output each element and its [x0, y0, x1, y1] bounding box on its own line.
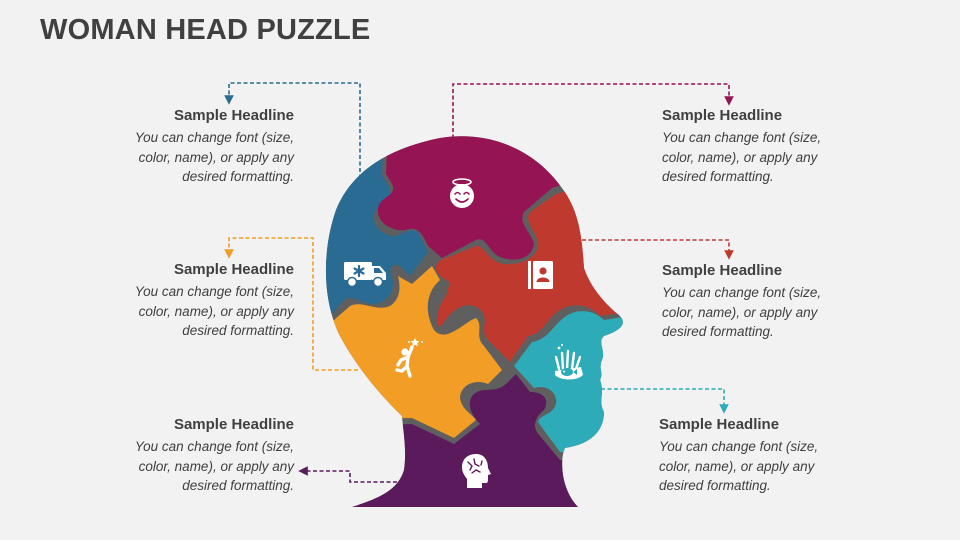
- headline: Sample Headline: [173, 107, 294, 124]
- headline: Sample Headline: [662, 262, 783, 279]
- description: You can change font (size, color, name),…: [134, 439, 294, 493]
- connector-top-left: [224, 82, 361, 198]
- connector-top-right: [452, 83, 734, 158]
- connector-mid-left: [224, 237, 358, 371]
- angel-smiley-icon: [450, 178, 474, 208]
- headline: Sample Headline: [659, 416, 780, 433]
- text-block-bottom-right: Sample Headline You can change font (siz…: [659, 416, 899, 496]
- ambulance-icon: [344, 262, 386, 288]
- headline: Sample Headline: [662, 107, 783, 124]
- text-block-mid-right: Sample Headline You can change font (siz…: [662, 262, 902, 342]
- reaching-stars-icon: [395, 338, 423, 378]
- connector-mid-right: [582, 239, 734, 260]
- headline: Sample Headline: [173, 261, 294, 278]
- text-block-mid-left: Sample Headline You can change font (siz…: [54, 261, 294, 341]
- description: You can change font (size, color, name),…: [659, 439, 819, 493]
- contact-book-icon: [528, 261, 553, 289]
- description: You can change font (size, color, name),…: [662, 130, 822, 184]
- description: You can change font (size, color, name),…: [134, 284, 294, 338]
- description: You can change font (size, color, name),…: [662, 285, 822, 339]
- page-title: WOMAN HEAD PUZZLE: [40, 14, 371, 46]
- coral-fish-icon: [554, 344, 583, 380]
- connector-bottom-right: [601, 388, 729, 414]
- description: You can change font (size, color, name),…: [134, 130, 294, 184]
- text-block-top-right: Sample Headline You can change font (siz…: [662, 107, 902, 187]
- brain-head-icon: [462, 454, 491, 488]
- text-block-top-left: Sample Headline You can change font (siz…: [54, 107, 294, 187]
- text-block-bottom-left: Sample Headline You can change font (siz…: [54, 416, 294, 496]
- connector-bottom-left: [298, 466, 397, 483]
- headline: Sample Headline: [173, 416, 294, 433]
